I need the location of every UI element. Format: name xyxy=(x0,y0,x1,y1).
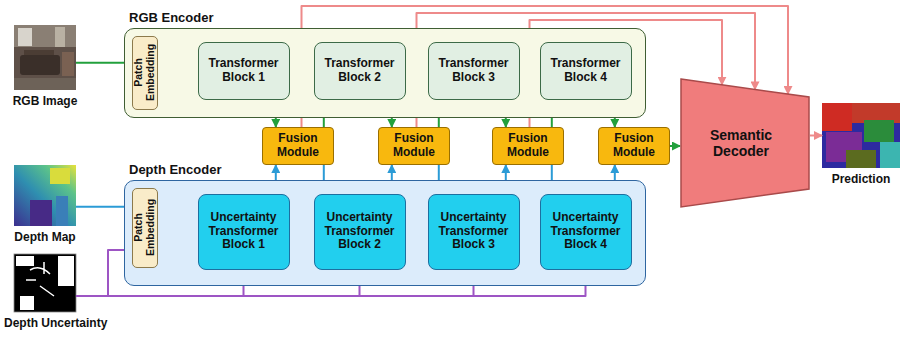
depth-encoder-panel: Depth EncoderPatch EmbeddingUncertainty … xyxy=(124,180,646,286)
transformer-block: Transformer Block 1 xyxy=(198,42,290,100)
transformer-block: Transformer Block 3 xyxy=(428,42,520,100)
box-label: Uncertainty Transformer Block 3 xyxy=(429,211,519,252)
depth-uncertainty-image: Depth Uncertainty xyxy=(14,254,76,312)
box-label: Fusion Module xyxy=(379,132,449,160)
decoder-shape xyxy=(681,79,809,207)
uncertainty-transformer-block: Uncertainty Transformer Block 4 xyxy=(540,194,632,270)
patch-embedding: Patch Embedding xyxy=(132,36,158,110)
transformer-block: Transformer Block 2 xyxy=(314,42,406,100)
box-label: Fusion Module xyxy=(599,132,669,160)
patch-embedding: Patch Embedding xyxy=(132,188,158,268)
box-label: Fusion Module xyxy=(263,132,333,160)
image-caption: Prediction xyxy=(832,172,891,186)
rgb-encoder-panel: RGB EncoderPatch EmbeddingTransformer Bl… xyxy=(124,28,646,118)
uncertainty-transformer-block: Uncertainty Transformer Block 3 xyxy=(428,194,520,270)
rgb-image: RGB Image xyxy=(14,25,76,90)
uncertainty-picture xyxy=(14,254,76,312)
rgb-photo xyxy=(14,25,76,90)
decoder-label: Semantic Decoder xyxy=(680,127,810,159)
box-label: Transformer Block 2 xyxy=(315,57,405,85)
semantic-decoder: Semantic Decoder xyxy=(680,78,810,208)
box-label: Uncertainty Transformer Block 2 xyxy=(315,211,405,252)
arrow-connector xyxy=(810,135,822,137)
fusion-module: Fusion Module xyxy=(598,127,670,165)
depth-map-picture xyxy=(14,165,76,226)
arrow-connector xyxy=(670,145,680,147)
vertical-label: Patch Embedding xyxy=(133,40,156,104)
box-label: Fusion Module xyxy=(493,132,563,160)
vertical-label: Patch Embedding xyxy=(133,192,156,262)
fusion-module: Fusion Module xyxy=(262,127,334,165)
box-label: Uncertainty Transformer Block 4 xyxy=(541,211,631,252)
depth-map-image: Depth Map xyxy=(14,165,76,226)
prediction-picture xyxy=(822,103,900,168)
image-caption: Depth Map xyxy=(14,230,75,244)
box-label: Transformer Block 4 xyxy=(541,57,631,85)
transformer-block: Transformer Block 4 xyxy=(540,42,632,100)
fusion-module: Fusion Module xyxy=(492,127,564,165)
encoder-heading: RGB Encoder xyxy=(129,10,214,25)
encoder-heading: Depth Encoder xyxy=(129,162,221,177)
image-caption: RGB Image xyxy=(13,94,78,108)
box-label: Transformer Block 3 xyxy=(429,57,519,85)
uncertainty-transformer-block: Uncertainty Transformer Block 1 xyxy=(198,194,290,270)
uncertainty-transformer-block: Uncertainty Transformer Block 2 xyxy=(314,194,406,270)
fusion-module: Fusion Module xyxy=(378,127,450,165)
box-label: Transformer Block 1 xyxy=(199,57,289,85)
prediction-image: Prediction xyxy=(822,103,900,168)
box-label: Uncertainty Transformer Block 1 xyxy=(199,211,289,252)
image-caption: Depth Uncertainty xyxy=(4,316,107,330)
